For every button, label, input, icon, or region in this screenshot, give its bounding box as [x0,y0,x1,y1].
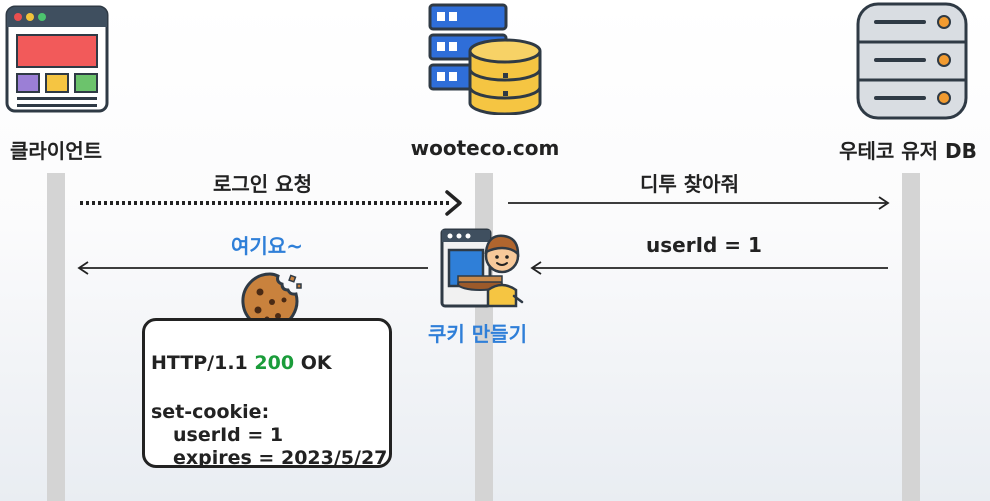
here-you-go-label: 여기요~ [231,234,303,258]
database-icon [856,2,968,120]
client-actor-label: 클라이언트 [10,139,102,163]
browser-window-icon [5,5,109,113]
server-actor-label: wooteco.com [410,136,560,160]
login-request-label: 로그인 요청 [213,172,312,196]
cookie-icon [241,272,302,330]
chef-oven-icon [440,228,524,308]
http-response-box: HTTP/1.1 200 OK set-cookie: userId = 1 e… [142,318,392,469]
cookie-user-id: userId = 1 [173,424,284,446]
status-code: 200 [254,352,295,374]
find-user-label: 디투 찾아줘 [640,172,739,196]
make-cookie-label: 쿠키 만들기 [428,322,527,346]
here-you-go-arrow [77,261,428,275]
status-line: HTTP/1.1 200 OK [151,352,332,374]
user-id-return-arrow [530,261,888,275]
server-database-icon [428,3,542,115]
db-lifeline [902,173,920,501]
set-cookie-header: set-cookie: [151,401,270,423]
client-lifeline [47,173,65,501]
login-request-arrow [80,190,462,216]
user-id-return-label: userId = 1 [646,233,762,257]
cookie-expires: expires = 2023/5/27 [173,447,388,469]
find-user-arrow [508,196,890,210]
db-actor-label: 우테코 유저 DB [839,139,977,163]
